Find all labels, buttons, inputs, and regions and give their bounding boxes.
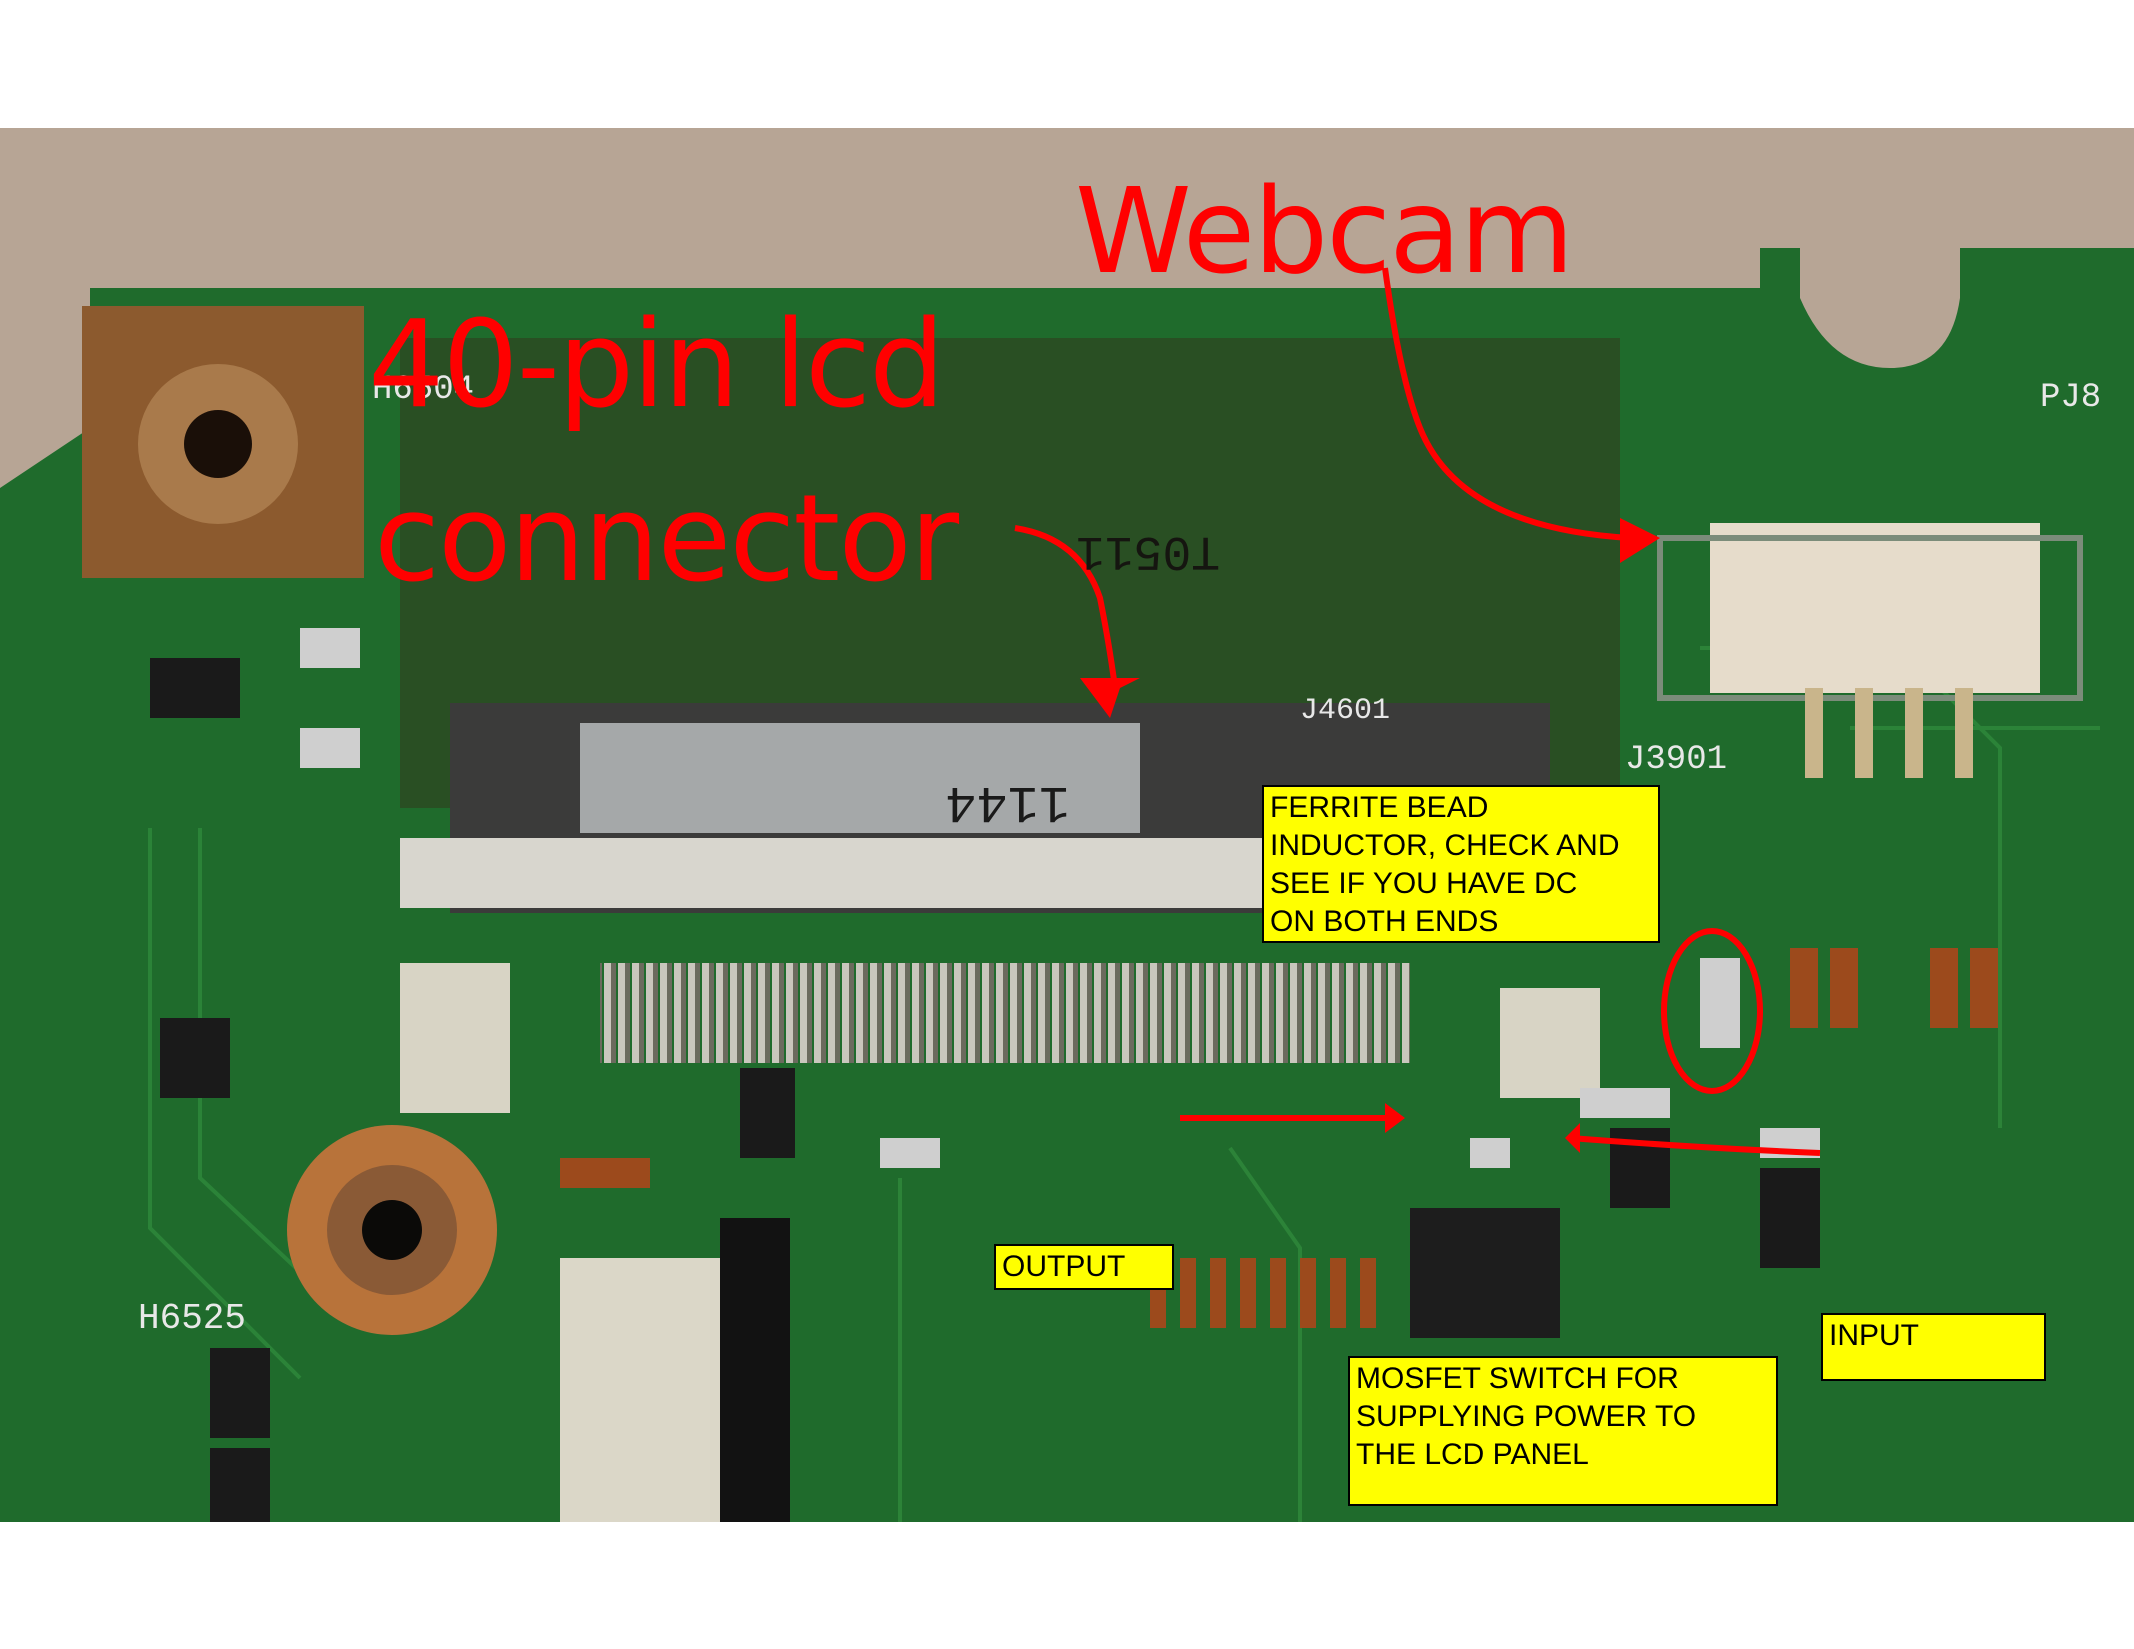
marking-j3901: J3901 xyxy=(1625,741,1727,779)
mosfet-chip xyxy=(1410,1208,1560,1338)
webcam-connector xyxy=(1710,523,2040,693)
input-arrow-line xyxy=(1569,1135,1821,1156)
marking-h6525: H6525 xyxy=(138,1298,246,1339)
motherboard-photo: H6504 PJ8 J3901 J4601 H6525 1144 T0511 xyxy=(0,128,2134,1522)
pcb-illustration: H6504 PJ8 J3901 J4601 H6525 1144 T0511 xyxy=(0,128,2134,1522)
ferrite-circle xyxy=(1661,928,1763,1094)
webcam-arrow-line xyxy=(1382,267,1631,541)
input-arrow-head xyxy=(1565,1123,1580,1153)
webcam-arrow-head xyxy=(1620,518,1660,563)
lcd-arrow-line xyxy=(1014,525,1118,689)
marking-1144: 1144 xyxy=(945,772,1070,831)
output-note: OUTPUT xyxy=(994,1244,1174,1290)
marking-pj8: PJ8 xyxy=(2040,379,2101,417)
marking-t0511: T0511 xyxy=(1076,523,1220,577)
webcam-label: Webcam xyxy=(1075,162,1574,300)
lcd-arrow-head xyxy=(1080,678,1140,718)
output-arrow-head xyxy=(1385,1103,1405,1133)
input-note: INPUT xyxy=(1821,1313,2046,1381)
marking-h6504: H6504 xyxy=(372,371,474,409)
marking-j4601: J4601 xyxy=(1300,694,1390,728)
ferrite-bead-note: FERRITE BEAD INDUCTOR, CHECK AND SEE IF … xyxy=(1262,785,1660,943)
lcd-connector-label-line2: connector xyxy=(374,470,959,609)
mosfet-switch-note: MOSFET SWITCH FOR SUPPLYING POWER TO THE… xyxy=(1348,1356,1778,1506)
lcd-connector-label-line1: 40-pin lcd xyxy=(368,296,945,435)
